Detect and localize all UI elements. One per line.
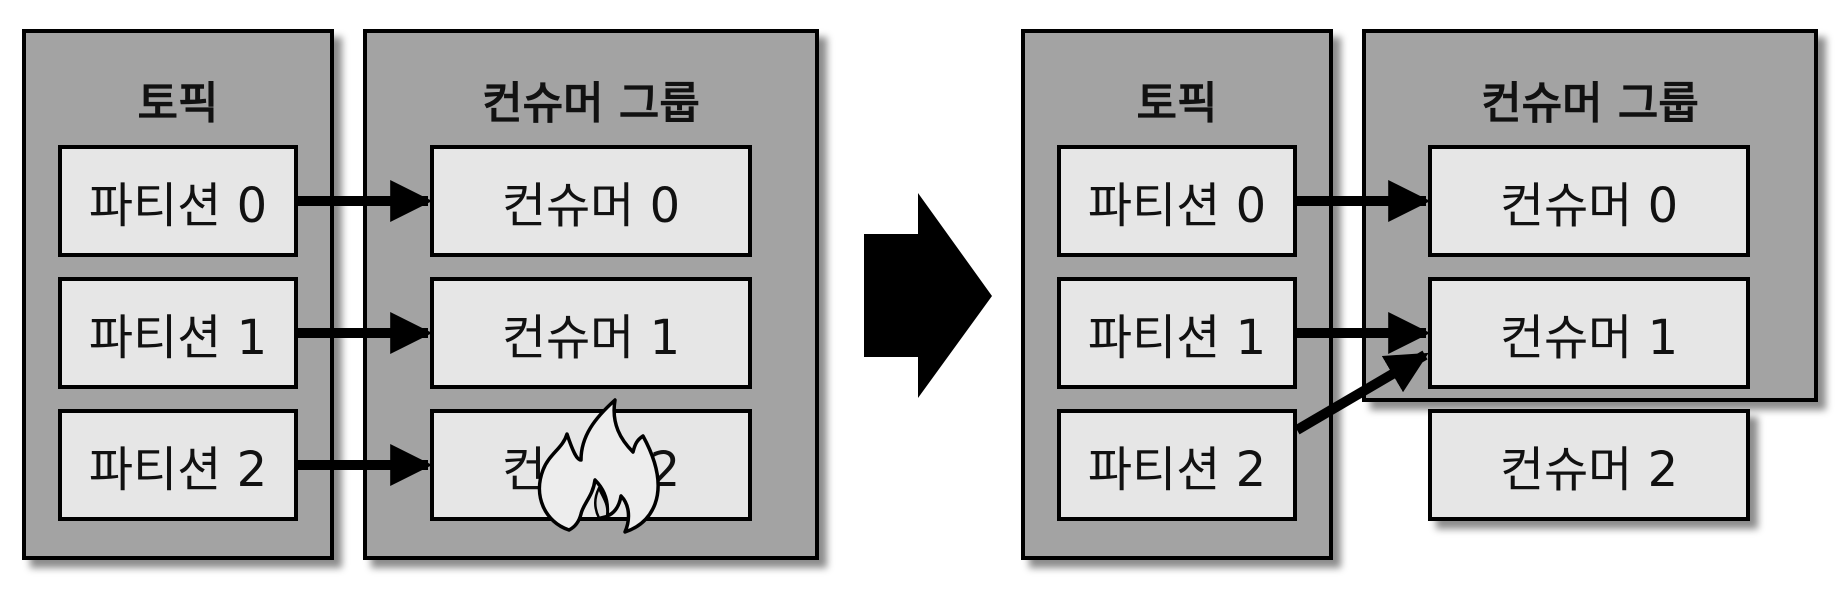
left-partition-0: 파티션 0: [58, 145, 298, 257]
right-arrow-icon: [864, 193, 992, 398]
fire-icon: [537, 398, 660, 534]
left-consumer-1: 컨슈머 1: [430, 277, 752, 389]
left-partition-1: 파티션 1: [58, 277, 298, 389]
right-partition-0: 파티션 0: [1057, 145, 1297, 257]
right-consumer-0: 컨슈머 0: [1428, 145, 1750, 257]
left-topic-title: 토픽: [137, 78, 219, 129]
right-consumer-group-title: 컨슈머 그룹: [1481, 78, 1699, 129]
right-topic-title: 토픽: [1136, 78, 1218, 129]
left-partition-2: 파티션 2: [58, 409, 298, 521]
right-arrow-partition-2-to-consumer-1: [1294, 350, 1429, 435]
right-removed-consumer-2: 컨슈머 2: [1428, 409, 1750, 521]
right-partition-1: 파티션 1: [1057, 277, 1297, 389]
right-consumer-1: 컨슈머 1: [1428, 277, 1750, 389]
left-consumer-group-title: 컨슈머 그룹: [482, 78, 700, 129]
right-partition-2: 파티션 2: [1057, 409, 1297, 521]
